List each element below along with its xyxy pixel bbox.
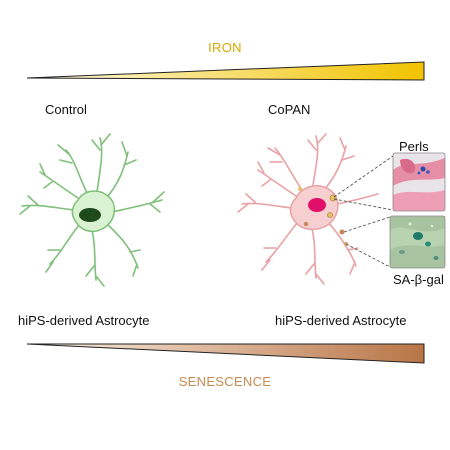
senescence-gradient-wedge [26,343,425,364]
sa-beta-gal-micrograph [390,216,445,268]
iron-deposit-dot [303,221,309,227]
control-astrocyte [19,133,165,287]
senescence-deposit-dot [339,229,345,235]
connector-lines [333,155,394,268]
control-caption: hiPS-derived Astrocyte [18,313,150,328]
senescence-label: SENESCENCE [178,374,272,389]
iron-label: IRON [208,40,242,55]
copan-nucleus [308,198,326,212]
iron-deposit-dot [327,212,333,218]
perls-micrograph [393,153,445,211]
sa-beta-gal-frame [389,215,446,269]
copan-caption: hiPS-derived Astrocyte [275,313,407,328]
perls-label: Perls [399,139,429,154]
sa-beta-gal-label: SA-β-gal [393,272,444,287]
iron-gradient-wedge [26,61,425,81]
control-nucleus [79,208,101,222]
copan-title: CoPAN [268,102,311,117]
control-title: Control [45,102,87,117]
iron-deposit-dot [298,187,302,191]
perls-frame [392,152,446,212]
